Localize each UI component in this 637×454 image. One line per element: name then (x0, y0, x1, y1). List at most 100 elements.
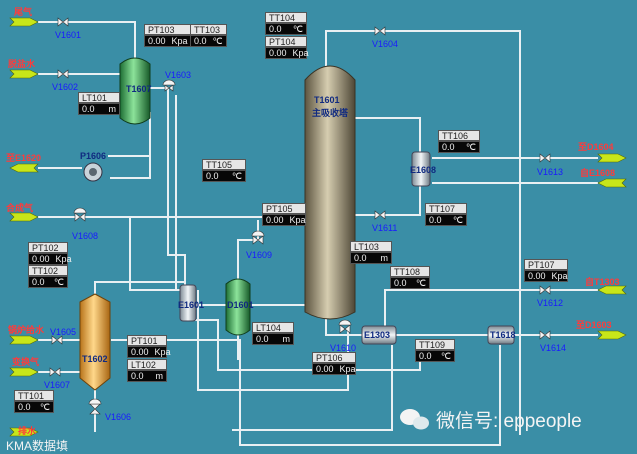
instrument-value: 0.0 (32, 277, 45, 287)
outlet-arrow (597, 153, 627, 163)
pipe (150, 87, 186, 290)
instrument-value: 0.0 (206, 171, 219, 181)
exchanger-e1608[interactable] (411, 151, 431, 187)
valve-v1606-icon[interactable] (89, 403, 101, 415)
stream-label-process-gas: 变换气 (12, 357, 40, 367)
absorber-tower-t1601[interactable] (304, 65, 356, 320)
inlet-arrow (597, 285, 627, 295)
exchanger-e1601[interactable] (179, 284, 197, 322)
actuator-icon (162, 79, 176, 86)
instrument-label: PT107 (524, 259, 568, 270)
actuator-icon (88, 398, 102, 405)
instrument-value: 0.0 (354, 253, 367, 263)
valve-v1612-icon[interactable] (539, 285, 551, 295)
stream-label-from-e1608: 自E1608 (580, 168, 616, 178)
instrument-label: LT101 (78, 92, 120, 103)
valve-v1607-icon[interactable] (49, 367, 61, 377)
stream-label-syngas: 合成气 (6, 203, 34, 213)
valve-tag-v1606: V1606 (105, 412, 132, 422)
stream-label-drain: 排水 (18, 426, 37, 436)
valve-tag-v1612: V1612 (537, 298, 564, 308)
instrument-unit: m (282, 334, 291, 344)
actuator-icon (73, 207, 87, 214)
instrument-tt106: TT106 0.0℃ (438, 130, 480, 153)
instrument-tt104: TT104 0.0℃ (265, 12, 307, 35)
outlet-arrow (9, 427, 39, 437)
instrument-value: 0.00 (131, 347, 149, 357)
valve-tag-v1605: V1605 (50, 327, 77, 337)
instrument-unit: ℃ (465, 142, 476, 152)
valve-v1604-icon[interactable] (374, 26, 386, 36)
exchanger-t1618[interactable] (487, 325, 515, 345)
pump-p1606[interactable] (83, 162, 103, 182)
pipe (384, 289, 598, 335)
pipe (345, 117, 421, 155)
instrument-tt105: TT105 0.0℃ (202, 159, 246, 182)
instrument-value: 0.0 (442, 142, 455, 152)
instrument-value: 0.0 (256, 334, 269, 344)
valve-v1602-icon[interactable] (57, 69, 69, 79)
valve-v1601-icon[interactable] (57, 17, 69, 27)
inlet-arrow (9, 335, 39, 345)
pipe (355, 180, 421, 216)
pipe (129, 217, 180, 291)
instrument-value: 0.0 (18, 402, 31, 412)
pipe (325, 30, 521, 435)
valve-tag-v1601: V1601 (55, 30, 82, 40)
instrument-unit: Kpa (154, 347, 171, 357)
instrument-unit: ℃ (53, 277, 64, 287)
instrument-unit: ℃ (212, 36, 223, 46)
instrument-label: LT104 (252, 322, 294, 333)
vessel-t1602[interactable] (79, 293, 111, 391)
stream-label-desalted-water: 脱盐水 (8, 59, 36, 69)
instrument-unit: ℃ (452, 215, 463, 225)
pipe (110, 125, 151, 179)
valve-v1614-icon[interactable] (539, 330, 551, 340)
instrument-value: 0.0 (419, 351, 432, 361)
instrument-tt101: TT101 0.0℃ (14, 390, 54, 413)
instrument-unit: Kpa (551, 271, 568, 281)
equipment-tag-t1607: T1607 (126, 84, 152, 94)
stream-label-to-d1604: 至D1604 (578, 142, 614, 152)
watermark-corner: KMA数据填 (6, 439, 69, 453)
inlet-arrow (9, 212, 39, 222)
instrument-label: TT103 (190, 24, 227, 35)
equipment-tag-e1303: E1303 (364, 330, 391, 340)
exchanger-e1303[interactable] (361, 325, 397, 345)
valve-v1605-icon[interactable] (51, 335, 63, 345)
watermark-wechat-id: 微信号: eppeople (436, 411, 582, 432)
valve-tag-v1613: V1613 (537, 167, 564, 177)
instrument-pt107: PT107 0.00 Kpa (524, 259, 568, 282)
valve-v1611-icon[interactable] (374, 210, 386, 220)
valve-v1613-icon[interactable] (539, 153, 551, 163)
instrument-label: TT107 (425, 203, 467, 214)
instrument-value: 0.00 (528, 271, 546, 281)
stream-label-from-t1303: 自T1303 (585, 277, 620, 287)
instrument-tt102: TT102 0.0℃ (28, 265, 68, 288)
equipment-tag-t1602: T1602 (82, 354, 108, 364)
instrument-tt108: TT108 0.0℃ (390, 266, 430, 289)
vessel-t1607[interactable] (119, 57, 151, 125)
instrument-value: 0.0 (131, 371, 144, 381)
instrument-unit: m (380, 253, 389, 263)
stream-label-tail-gas: 尾气 (14, 7, 33, 17)
instrument-value: 0.0 (194, 36, 207, 46)
valve-v1608-icon[interactable] (74, 212, 86, 222)
instrument-value: 0.0 (269, 24, 282, 34)
equipment-desc-t1601: 主吸收塔 (312, 108, 349, 118)
instrument-label: TT108 (390, 266, 430, 277)
valve-v1610-icon[interactable] (339, 324, 351, 334)
instrument-unit: ℃ (39, 402, 50, 412)
equipment-tag-p1606: P1606 (80, 151, 107, 161)
actuator-icon (251, 230, 265, 237)
vessel-d1601[interactable] (225, 278, 251, 336)
instrument-value: 0.00 (269, 48, 287, 58)
